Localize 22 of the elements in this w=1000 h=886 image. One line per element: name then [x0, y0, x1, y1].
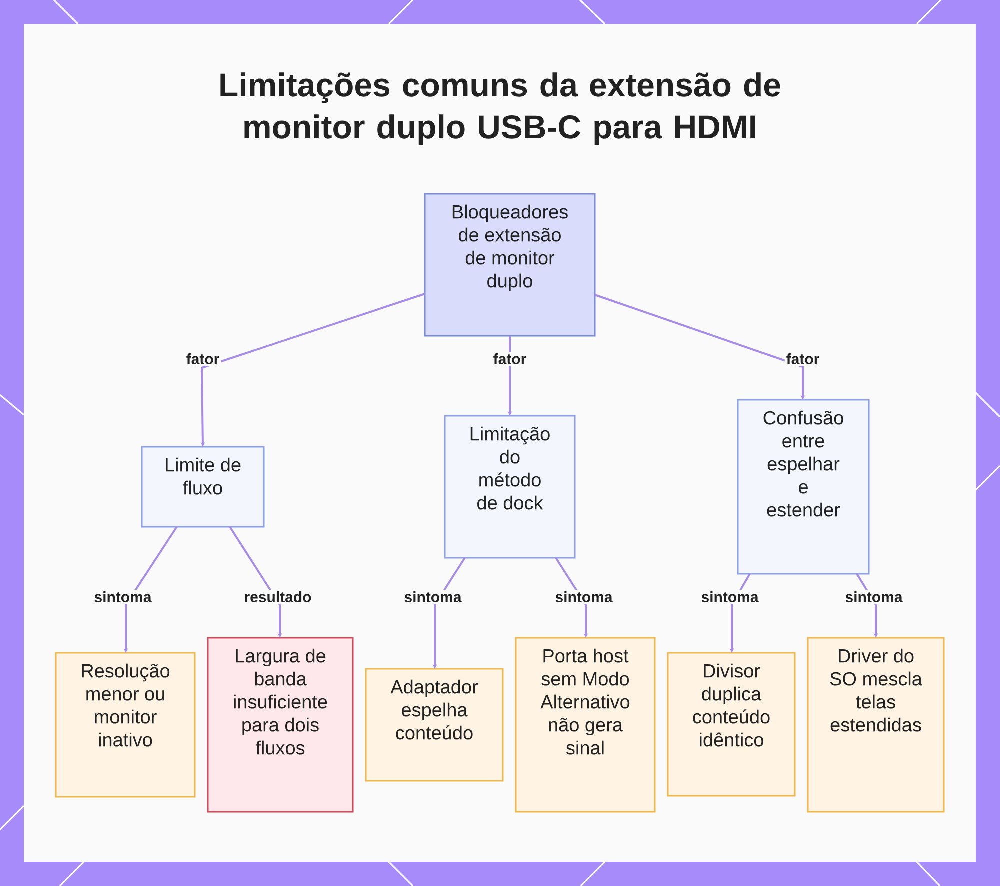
edge-label: sintoma	[554, 590, 614, 604]
cause-box: Limite de fluxo	[141, 446, 265, 528]
edge-label: fator	[492, 352, 528, 366]
arrow	[594, 294, 806, 400]
edge-label: sintoma	[402, 590, 464, 604]
symptom-box: Driver do SO mescla telas estendidas	[807, 637, 945, 813]
edge-label: sintoma	[700, 590, 760, 604]
cause-box: Confusão entre espelhar e estender	[737, 399, 870, 575]
edge-label: sintoma	[92, 590, 154, 604]
edge-label: resultado	[242, 590, 314, 604]
result-box: Largura de banda insuficiente para dois fluxos	[207, 637, 354, 813]
symptom-box: Porta host sem Modo Alternativo não gera sinal	[515, 637, 656, 813]
title: Limitações comuns da extensão de monitor duplo USB-C para HDMI	[220, 72, 780, 146]
edge-label: sintoma	[844, 590, 904, 604]
arrow	[229, 526, 282, 638]
cause-box: Limitação do método de dock	[444, 415, 576, 559]
symptom-box: Resolução menor ou monitor inativo	[55, 652, 196, 798]
symptom-box: Divisor duplica conteúdo idêntico	[667, 652, 796, 797]
edge-label: fator	[184, 352, 222, 366]
root-box: Bloqueadores de extensão de monitor duplo	[424, 193, 596, 337]
edge-label: fator	[784, 352, 822, 366]
symptom-box: Adaptador espelha conteúdo	[365, 668, 504, 782]
